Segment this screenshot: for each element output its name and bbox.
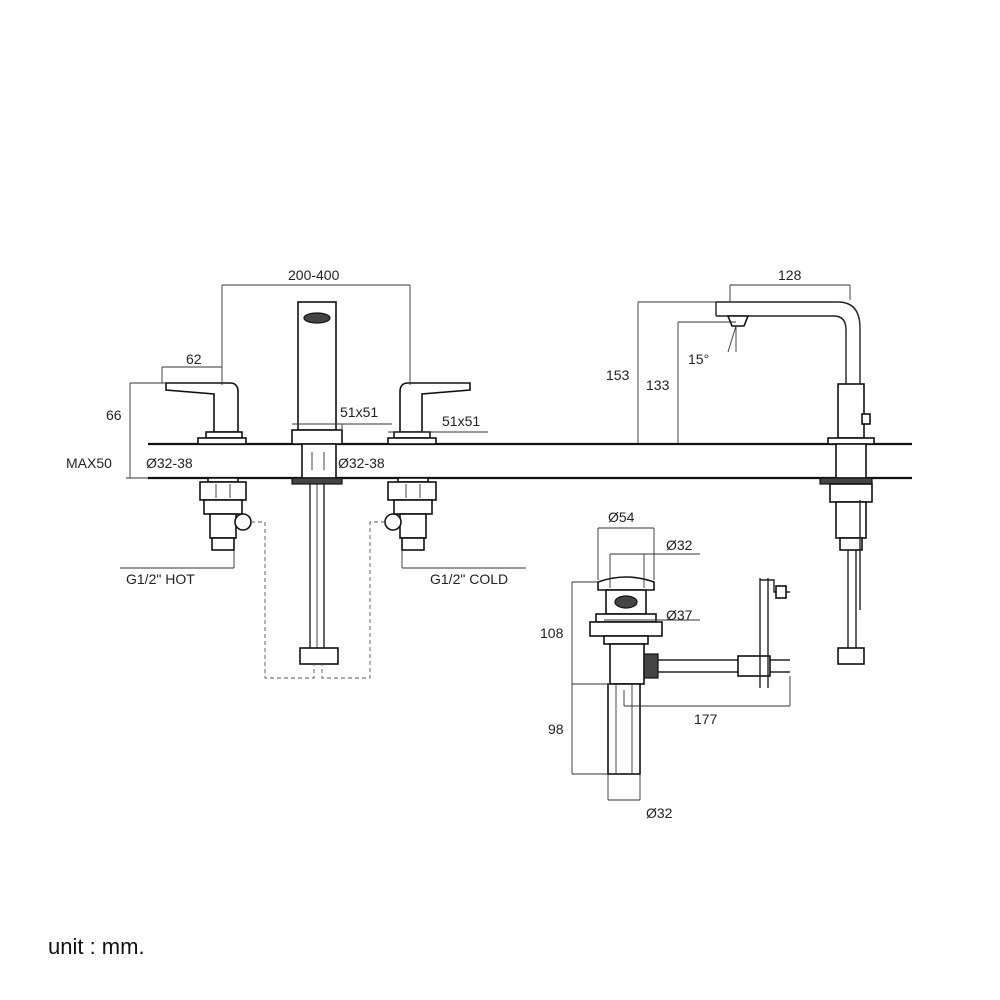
spread-label: 200-400: [288, 267, 340, 283]
base-right-label: 51x51: [442, 413, 480, 429]
deck-thickness-label: MAX50: [66, 455, 112, 471]
hot-connection-label: G1/2" HOT: [126, 571, 195, 587]
cold-handle: [384, 382, 471, 551]
tail-dia-label: Ø32: [646, 805, 673, 821]
hot-handle: [165, 382, 252, 551]
outlet-height-label: 133: [646, 377, 670, 393]
countertop: [148, 442, 912, 480]
tail-length-label: 98: [548, 721, 564, 737]
handle-height-label: 66: [106, 407, 122, 423]
rod-length-label: 177: [694, 711, 718, 727]
hole-center-label: Ø32-38: [338, 455, 385, 471]
angle-label: 15°: [688, 351, 709, 367]
reach-label: 128: [778, 267, 802, 283]
drain-height-label: 108: [540, 625, 564, 641]
cold-connection-label: G1/2" COLD: [430, 571, 508, 587]
side-view-faucet: [715, 301, 875, 665]
base-center-label: 51x51: [340, 404, 378, 420]
hose-routing: [251, 521, 385, 679]
drain-inner-dia-label: Ø32: [666, 537, 693, 553]
unit-note: unit : mm.: [48, 934, 145, 959]
center-spout: [291, 301, 343, 665]
dimension-labels: 200-400 62 66 MAX50 Ø32-38 Ø32-38 51x51 …: [66, 267, 802, 821]
dimension-lines: [120, 284, 851, 801]
popup-drain: [589, 576, 790, 775]
drain-top-dia-label: Ø54: [608, 509, 635, 525]
handle-width-label: 62: [186, 351, 202, 367]
spout-height-label: 153: [606, 367, 630, 383]
drain-thread-dia-label: Ø37: [666, 607, 693, 623]
hole-left-label: Ø32-38: [146, 455, 193, 471]
